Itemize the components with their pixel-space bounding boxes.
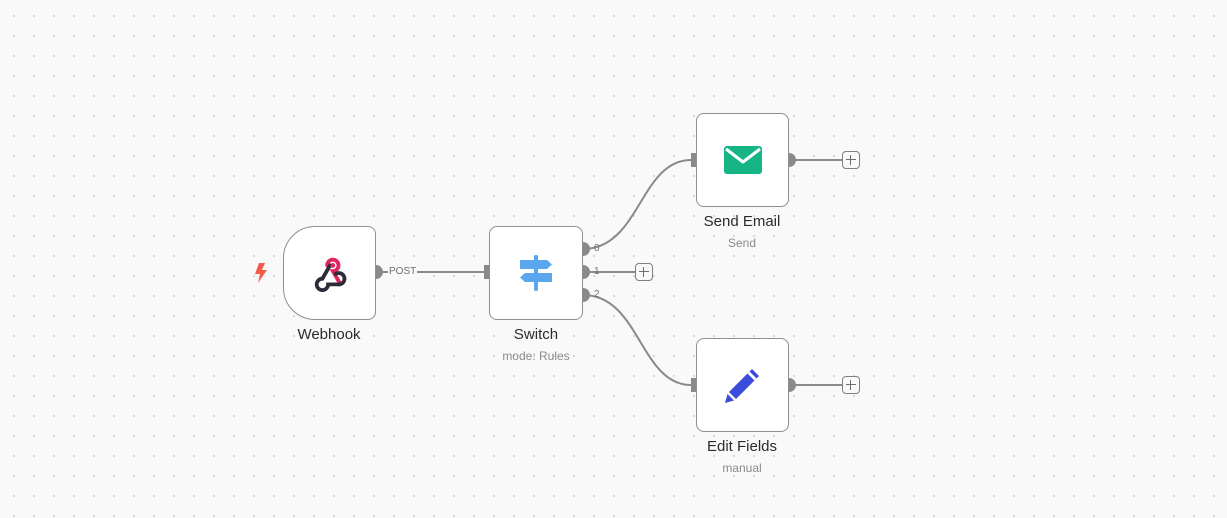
switch-output-label-2: 2: [594, 289, 600, 300]
send-email-add-button[interactable]: [842, 151, 860, 169]
edit-fields-node[interactable]: [696, 338, 789, 432]
envelope-icon: [723, 146, 762, 174]
trigger-bolt-icon: [255, 263, 267, 283]
send-email-node[interactable]: [696, 113, 789, 207]
switch-node[interactable]: [489, 226, 583, 320]
switch-input-port: [484, 265, 490, 279]
send-email-input-port: [691, 153, 697, 167]
switch-output-label-0: 0: [594, 243, 600, 254]
switch-node-subtitle: mode: Rules: [502, 349, 570, 363]
connection-switch-0-send-email: [582, 159, 692, 250]
switch-output-label-1: 1: [594, 266, 600, 277]
edit-fields-node-label: Edit Fields: [706, 438, 778, 455]
webhook-port-label: POST: [388, 266, 418, 277]
send-email-node-subtitle: Send: [727, 236, 757, 250]
connection-switch-2-edit-fields: [582, 294, 692, 386]
webhook-node-label: Webhook: [297, 326, 361, 343]
pencil-icon: [724, 369, 759, 403]
switch-node-label: Switch: [513, 326, 559, 343]
switch-output-1-add-button[interactable]: [635, 263, 653, 281]
webhook-node[interactable]: [283, 226, 376, 320]
edit-fields-input-port: [691, 378, 697, 392]
send-email-node-label: Send Email: [703, 213, 781, 230]
webhook-icon: [314, 257, 346, 292]
edit-fields-add-button[interactable]: [842, 376, 860, 394]
signpost-icon: [520, 255, 552, 291]
edit-fields-node-subtitle: manual: [722, 461, 762, 475]
